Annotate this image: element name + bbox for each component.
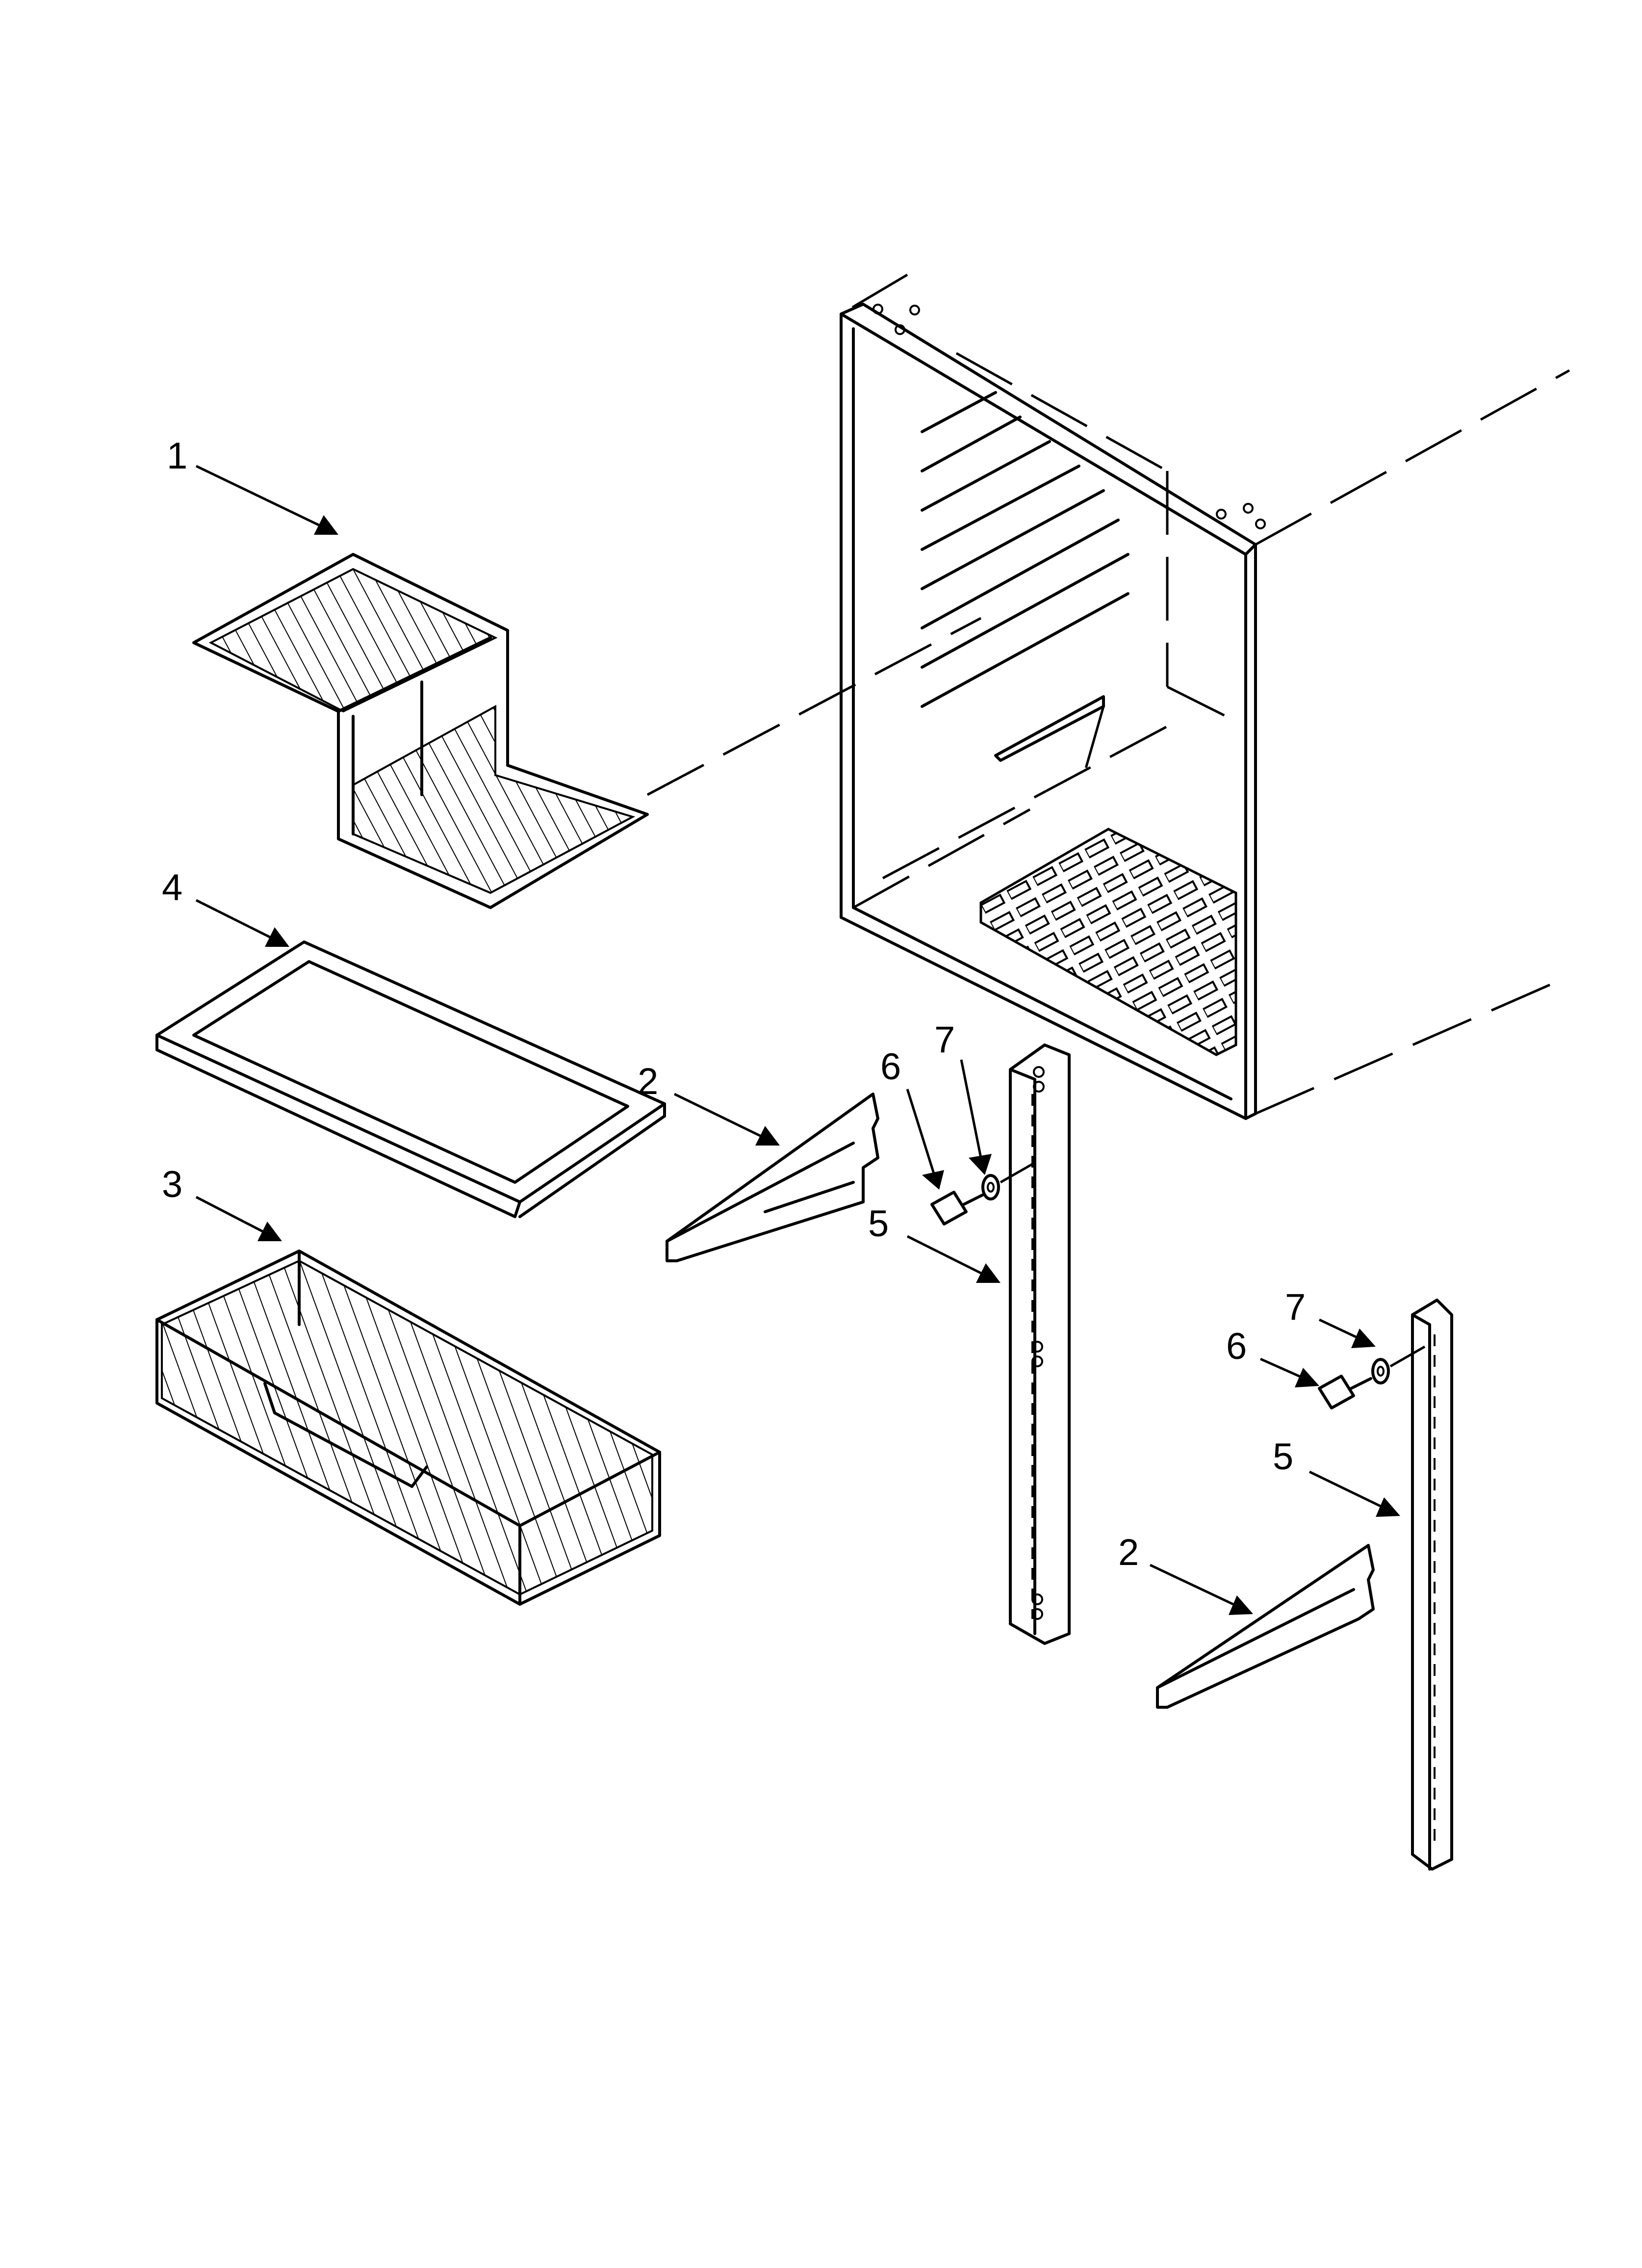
callout-labels: 1 4 3 2 6 7 5 7 6 5 2 bbox=[162, 435, 1306, 1573]
cabinet-mounting-holes bbox=[872, 304, 1266, 529]
callout-3: 3 bbox=[162, 1164, 182, 1205]
callout-2-right: 2 bbox=[1118, 1532, 1139, 1573]
callout-6-left: 6 bbox=[880, 1046, 901, 1088]
part-6-screw-left bbox=[930, 1191, 985, 1225]
cabinet-shelf-slots bbox=[921, 391, 1129, 708]
part-5-shelf-rail-left bbox=[1009, 1043, 1071, 1645]
part-3-wire-basket bbox=[155, 1250, 661, 1606]
callout-5-right: 5 bbox=[1273, 1436, 1293, 1478]
callout-4: 4 bbox=[162, 867, 182, 909]
part-5-shelf-rail-right bbox=[1411, 1299, 1453, 1871]
callout-1: 1 bbox=[167, 435, 187, 477]
callout-arrows bbox=[195, 465, 1400, 1615]
callout-7-right: 7 bbox=[1285, 1286, 1306, 1328]
callout-5-left: 5 bbox=[868, 1203, 889, 1245]
part-7-washer-left bbox=[981, 1161, 1036, 1200]
callout-7-left: 7 bbox=[934, 1019, 955, 1061]
callout-6-right: 6 bbox=[1226, 1326, 1247, 1367]
callout-2-left: 2 bbox=[638, 1061, 658, 1102]
part-4-glass-shelf bbox=[155, 940, 666, 1218]
part-2-shelf-bracket-right bbox=[1156, 1544, 1375, 1709]
part-2-shelf-bracket-left bbox=[666, 1093, 879, 1262]
part-1-step-wire-shelf bbox=[192, 553, 649, 909]
part-7-washer-right bbox=[1371, 1345, 1426, 1384]
cabinet-floor-vent bbox=[979, 828, 1237, 1056]
part-6-screw-right bbox=[1318, 1375, 1372, 1409]
freezer-cabinet bbox=[646, 273, 1570, 1120]
